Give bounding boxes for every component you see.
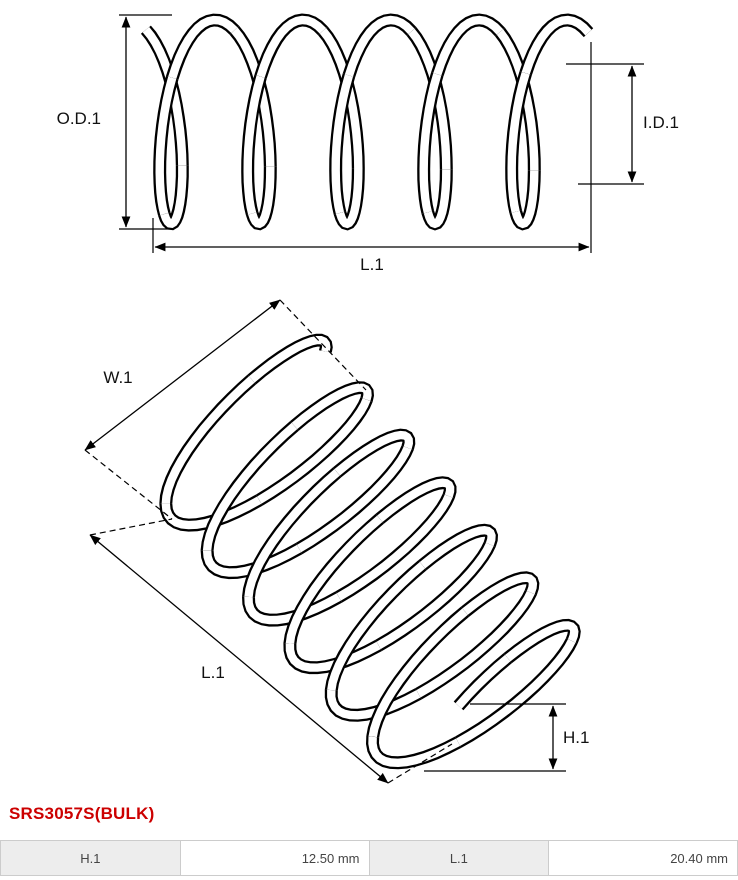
iso-length-extension-bottom-dashed — [387, 743, 453, 784]
iso-view-dimensions — [84, 299, 566, 784]
length-iso-dimension-label: L.1 — [201, 663, 225, 682]
spec-key-l1: L.1 — [368, 841, 549, 875]
iso-view-spring-drawing — [159, 333, 581, 770]
width-iso-dimension-label: W.1 — [103, 368, 132, 387]
height-iso-dimension-label: H.1 — [563, 728, 589, 747]
spec-table: H.1 12.50 mm L.1 20.40 mm — [0, 840, 738, 876]
part-number: SRS3057S(BULK) — [9, 804, 155, 823]
spec-value-l1: 20.40 mm — [548, 841, 737, 875]
spec-key-h1: H.1 — [1, 841, 180, 875]
width-extension-top-dashed — [279, 299, 367, 391]
iso-length-extension-top-dashed — [89, 518, 173, 536]
iso-length-dimension-arrow — [89, 534, 389, 784]
od-dimension-label: O.D.1 — [57, 109, 101, 128]
length-dimension-label: L.1 — [360, 255, 384, 274]
width-dimension-arrow — [84, 299, 281, 451]
side-view-spring-drawing — [140, 13, 594, 231]
id-dimension-label: I.D.1 — [643, 113, 679, 132]
spec-value-h1: 12.50 mm — [179, 841, 369, 875]
width-extension-bottom-dashed — [84, 449, 173, 520]
diagram-canvas: O.D.1 I.D.1 L.1 W.1 L.1 H.1 — [57, 13, 679, 784]
side-view-dimensions — [119, 14, 644, 253]
